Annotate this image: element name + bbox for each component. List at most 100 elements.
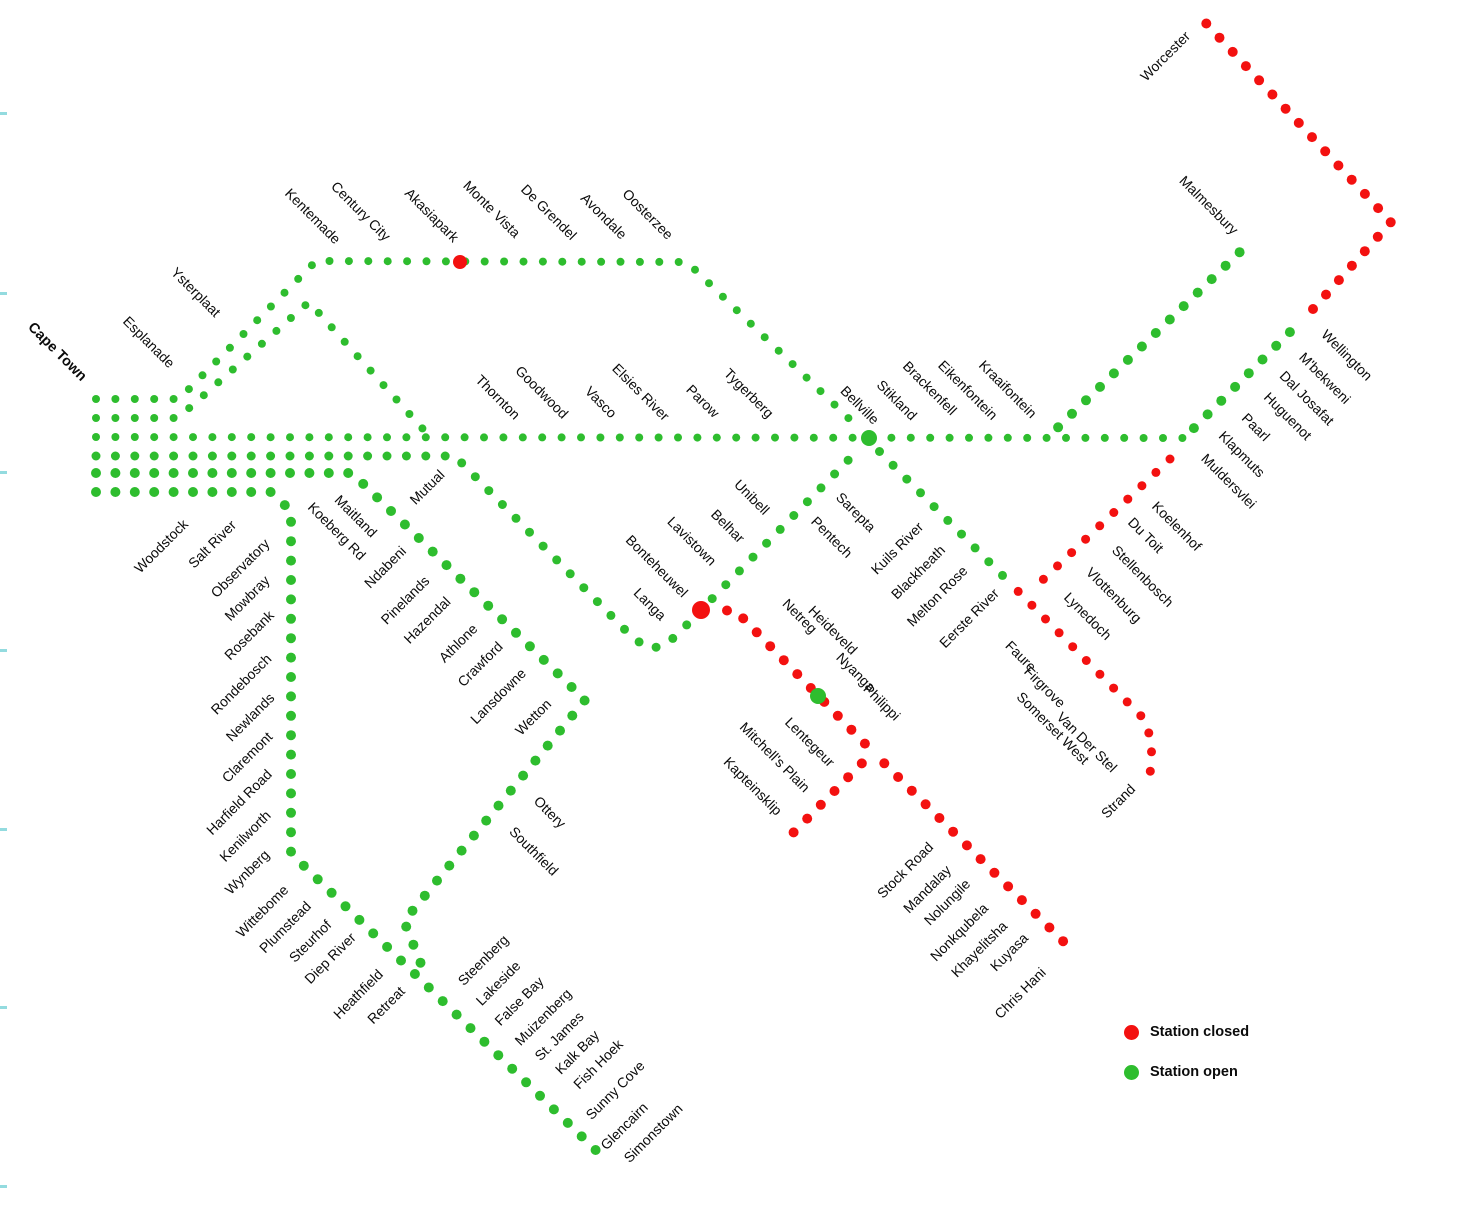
track-dot-cape-flats [566,682,577,692]
track-dot-kuils-river [916,488,925,498]
track-dot-southern [562,1117,573,1128]
track-dot-main-line [111,433,120,441]
track-dot-main-line [809,433,818,442]
track-dot-esplanade-monte-vista [280,288,289,297]
bellville-junction [861,430,877,446]
track-dot-main-line [130,433,139,441]
track-dot-central-green [511,513,521,523]
track-dot-main-line [693,433,702,442]
station-label-southfield: Southfield [506,823,561,878]
track-dot-main-line [596,433,605,442]
track-dot-main-line [906,433,915,442]
track-dot-esplanade-monte-vista [635,257,644,266]
track-dot-malmesbury [1067,408,1077,419]
track-dot-main-line [654,433,663,442]
track-dot-esplanade-monte-vista [480,257,489,266]
station-label-mutual: Mutual [406,466,447,507]
track-dot-main-line [1139,434,1148,442]
track-dot-central-green [470,472,480,482]
track-dot-strand [1144,728,1154,738]
track-dot-cape-flats [358,478,369,489]
track-dot-stellenbosch [1053,561,1062,571]
track-dot-strand [1054,628,1064,638]
track-dot-southern [286,827,296,838]
track-dot-worcester [1308,304,1318,314]
track-dot-malmesbury [1108,368,1119,379]
track-dot-belhar [775,524,785,534]
station-label-woodstock: Woodstock [131,515,192,576]
station-label-philippi: Philippi [860,680,903,723]
station-label-parow: Parow [683,381,723,421]
track-dot-stellenbosch [1038,574,1048,584]
track-dot-belhar [802,497,812,507]
track-dot-worcester [1385,217,1396,228]
track-dot-ysterplaat-loop [92,414,100,422]
track-dot-cape-flats [493,800,504,811]
track-dot-southern [286,536,296,547]
track-dot-esplanade-monte-vista [441,257,450,266]
track-dot-stellenbosch [1109,508,1119,517]
track-dot-southern [382,941,393,952]
station-label-worcester: Worcester [1137,28,1193,84]
track-dot-wellington [1257,354,1268,365]
track-dot-central-green [324,451,334,461]
track-dot-esplanade-monte-vista [307,261,316,270]
track-dot-esplanade-monte-vista [830,400,839,409]
track-dot-ysterplaat-loop [405,410,414,418]
track-dot-main-line [402,433,411,442]
track-dot-esplanade-monte-vista [774,346,783,355]
track-dot-kapteinsklip [802,813,813,824]
track-dot-main-line [538,433,547,442]
track-dot-worcester [1359,246,1370,257]
track-dot-southern [286,846,296,857]
track-dot-southern [409,969,420,979]
track-dot-central-red [751,627,762,638]
track-dot-cape-flats [304,468,315,478]
track-dot-central-red [846,724,857,735]
track-dot-ysterplaat-loop [301,301,310,310]
track-dot-stellenbosch [1137,481,1147,491]
track-dot-central-green [440,451,450,461]
track-dot-southern [479,1036,490,1047]
track-dot-main-line [712,433,721,442]
track-dot-esplanade-monte-vista [705,279,713,288]
track-dot-main-line [266,433,275,442]
track-dot-cape-flats [323,468,334,478]
track-dot-main-line [577,433,585,442]
track-dot-worcester [1254,75,1265,86]
station-label-ysterplaat: Ysterplaat [168,264,224,320]
station-label-ottery: Ottery [531,793,569,831]
track-dot-southern [168,487,179,497]
track-dot-belhar [748,552,758,562]
track-dot-esplanade-monte-vista [577,257,586,266]
track-dot-main-line [557,433,566,442]
track-dot-esplanade-monte-vista [198,371,207,380]
station-label-strand: Strand [1098,781,1138,821]
track-dot-main-line [247,433,256,442]
track-dot-southern [110,487,121,497]
track-dot-main-line [984,433,993,442]
track-dot-cape-flats [285,468,295,478]
track-dot-ysterplaat-loop [340,337,349,346]
track-dot-ysterplaat-loop [272,326,281,335]
track-dot-cape-flats [401,921,412,932]
track-dot-cape-flats [530,755,541,766]
track-dot-belhar [830,469,840,479]
track-dot-southern [279,500,290,511]
track-dot-ysterplaat-loop [150,414,159,422]
track-dot-southern [286,749,296,760]
station-label-vasco: Vasco [582,383,620,421]
track-dot-khayelitsha [989,867,1000,878]
bonteheuwel-junction [692,601,710,619]
track-dot-esplanade-monte-vista [364,257,373,266]
track-dot-southern [286,788,296,799]
track-dot-main-line [363,433,372,442]
track-dot-main-line [1120,433,1129,442]
track-dot-worcester [1240,61,1251,72]
track-dot-main-line [499,433,508,442]
track-dot-esplanade-monte-vista [422,257,431,266]
track-dot-main-line [1023,433,1032,442]
track-dot-kuils-river [875,447,884,456]
track-dot-main-line [1178,434,1187,442]
